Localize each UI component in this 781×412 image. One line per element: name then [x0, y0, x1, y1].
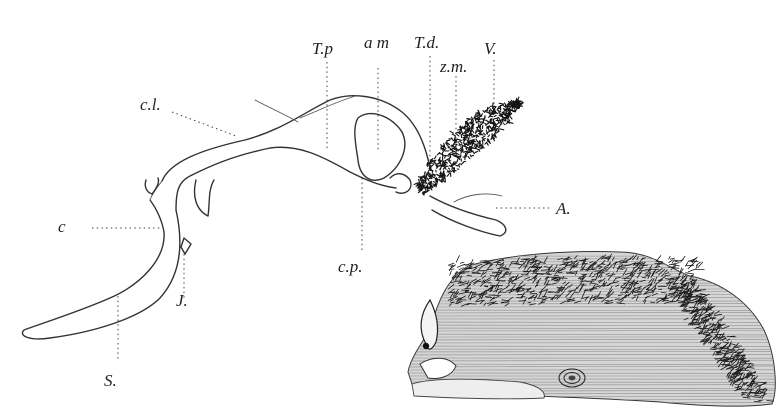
leader-cl: [172, 112, 236, 136]
label-cp: c.p.: [338, 257, 363, 276]
engraved-specimen: [400, 252, 780, 407]
outline-sketch: [22, 96, 505, 339]
specimen-hook-tip: [423, 343, 429, 349]
label-j: J.: [176, 291, 188, 310]
main-body-outline: [162, 96, 430, 181]
label-c: c: [58, 217, 66, 236]
stalk-outline: [22, 200, 179, 339]
label-am: a m: [364, 33, 389, 52]
label-v: V.: [484, 39, 497, 58]
j-process-outline: [181, 238, 191, 254]
cp-process-outline: [390, 174, 411, 194]
label-zm: z.m.: [439, 57, 467, 76]
label-cl: c.l.: [140, 95, 161, 114]
label-tp: T.p: [312, 39, 333, 58]
label-s: S.: [104, 371, 117, 390]
am-lobe-outline: [355, 114, 405, 181]
label-a: A.: [555, 199, 571, 218]
label-td: T.d.: [414, 33, 439, 52]
a-appendage-outline: [430, 196, 506, 236]
